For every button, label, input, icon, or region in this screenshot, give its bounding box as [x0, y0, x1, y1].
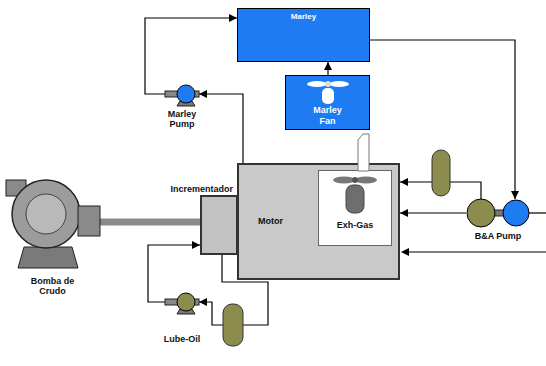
tank: [223, 304, 243, 346]
lube-pump-drawing: [165, 293, 199, 314]
fan-box: Marley Fan: [285, 75, 370, 130]
pump-outlet: [6, 180, 26, 196]
cooling-tower-box: Marley: [237, 8, 370, 62]
pump-hub: [26, 194, 66, 234]
pump-inlet: [165, 91, 179, 97]
arrowhead: [401, 248, 409, 256]
fan-motor: [322, 88, 334, 104]
pipe-connector: [400, 182, 481, 199]
node-label: Lube-Oil: [157, 334, 207, 344]
pump-base: [177, 309, 195, 314]
crude-pump-drawing: [6, 180, 100, 268]
node-label: Marley Fan: [309, 105, 347, 126]
engine-box: Exh-Gas Motor: [237, 163, 400, 280]
pipe-connector: [148, 245, 200, 302]
pump-body: [177, 293, 195, 311]
node-label: Incrementador: [170, 184, 233, 194]
fan-blade: [329, 81, 349, 87]
fan-blade: [333, 177, 355, 184]
pipe: [529, 212, 546, 213]
gearbox-box: Incrementador: [200, 195, 238, 255]
pump-base: [18, 247, 78, 268]
label-holder: Marley Pump: [163, 109, 201, 130]
label-holder: Bomba de Crudo: [30, 276, 76, 297]
pump-outlet: [193, 299, 199, 305]
fan-blade: [355, 177, 377, 184]
ba-pump-drawing: [467, 199, 546, 227]
node-label: Exh-Gas: [337, 220, 374, 230]
pump-node: Marley Pump: [165, 82, 199, 106]
node-label: Marley: [291, 12, 316, 21]
pump-inlet: [165, 299, 179, 305]
pipe-connector: [145, 18, 237, 94]
label-holder: Lube-Oil: [157, 334, 207, 344]
pipe-connector: [199, 94, 243, 163]
pump-node: Bomba de Crudo: [5, 172, 100, 270]
fan-blade: [307, 81, 327, 87]
label-holder: Incrementador: [170, 184, 233, 194]
pipe: [405, 251, 546, 252]
pump-body: [503, 200, 529, 226]
pump-node: B&A Pump: [466, 199, 530, 227]
pump-base: [177, 101, 195, 106]
node-label: Bomba de Crudo: [30, 276, 76, 297]
exhaust-box: Exh-Gas: [318, 170, 392, 246]
exhaust-pipe: [358, 134, 369, 171]
return-pipe: [401, 248, 546, 256]
node-label: B&A Pump: [463, 231, 533, 241]
pump-body: [467, 199, 495, 227]
drive-shaft: [100, 219, 200, 226]
node-label: Motor: [258, 216, 283, 226]
fan-hub: [352, 177, 358, 183]
pipe-connector: [327, 62, 328, 75]
fan-hub: [325, 81, 331, 87]
pipe-connector: [400, 212, 466, 213]
turbo-fan-drawing: [333, 177, 377, 214]
bearing-housing: [78, 206, 100, 236]
pump-node: Lube-Oil: [165, 290, 199, 314]
pump-volute: [12, 180, 80, 248]
tank: [432, 150, 450, 196]
label-holder: B&A Pump: [463, 231, 533, 241]
turbo-body: [346, 185, 364, 213]
node-label: Marley Pump: [163, 109, 201, 130]
pump-coupling: [494, 210, 504, 216]
pump-outlet: [193, 91, 199, 97]
pump-body: [177, 85, 195, 103]
cooling-fan-drawing: [307, 81, 349, 104]
marley-pump-drawing: [165, 85, 199, 106]
